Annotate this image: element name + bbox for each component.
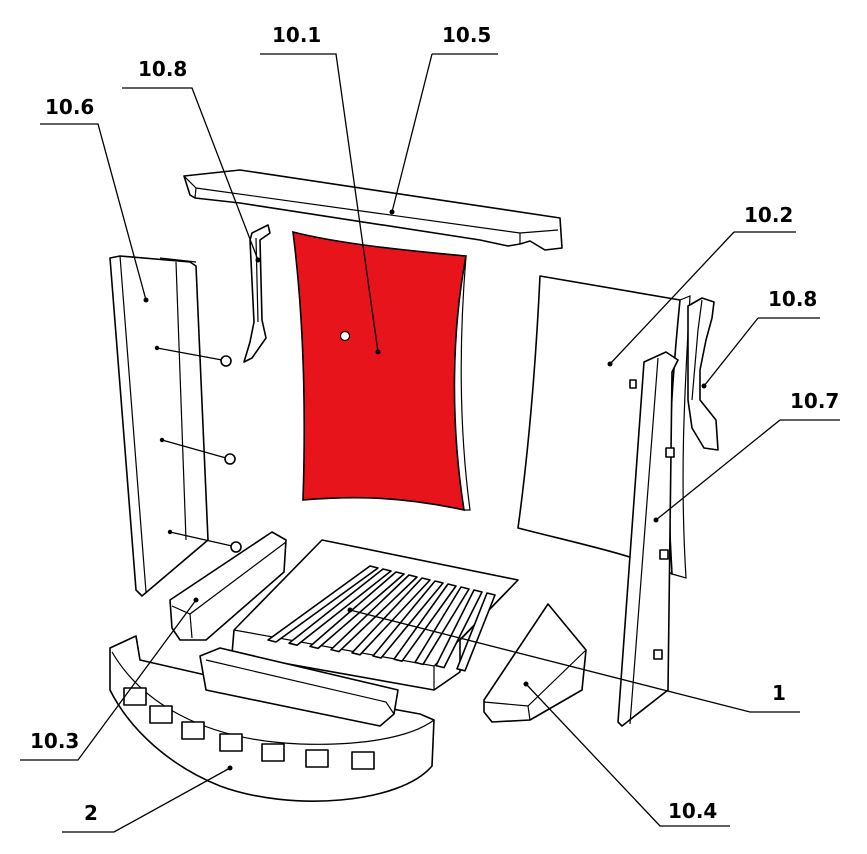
label-1: 1 [772,681,786,705]
label-10-2: 10.2 [744,203,793,227]
grate-slot [351,577,431,656]
grate-slot [372,580,444,659]
lip-window [261,743,285,762]
label-10-6: 10.6 [45,95,94,119]
part-2-front-lip [109,635,435,802]
leader-lines [20,53,840,833]
grate-slots [267,565,496,672]
label-10-5: 10.5 [442,23,491,47]
lip-window [351,751,375,770]
lip-window [123,687,147,706]
label-10-8-left: 10.8 [138,57,187,81]
part-labels: 10.1 10.5 10.8 10.6 10.2 10.8 10.7 1 10.… [30,23,839,825]
lip-window [219,733,243,752]
part-1-grate [231,539,519,691]
grate-slot [393,583,457,662]
grate-slot [456,592,496,672]
part-10-1-back-plate [292,230,471,512]
grate-slot [267,565,379,643]
part-10-4-right-brick [483,603,587,723]
part-10-7-right-side-panel [617,351,679,727]
part-10-8-right-clip [687,297,719,451]
label-10-8-right: 10.8 [768,287,817,311]
grate-slot [414,586,470,666]
label-2: 2 [84,801,98,825]
grate-slot [330,574,418,653]
lip-window [181,721,205,740]
part-10-6-left-side-panel [109,255,209,597]
part-10-5-top-baffle [183,169,563,251]
label-10-1: 10.1 [272,23,321,47]
label-10-7: 10.7 [790,389,839,413]
grate-slot [288,568,392,646]
label-10-4: 10.4 [668,799,717,823]
label-10-3: 10.3 [30,729,79,753]
left-panel-screws [154,345,242,553]
grate-slot [435,589,483,669]
lip-windows [123,687,375,770]
lip-window [149,705,173,724]
part-10-8-left-clip [243,224,271,363]
lip-window [305,749,329,768]
grate-slot [309,571,405,650]
